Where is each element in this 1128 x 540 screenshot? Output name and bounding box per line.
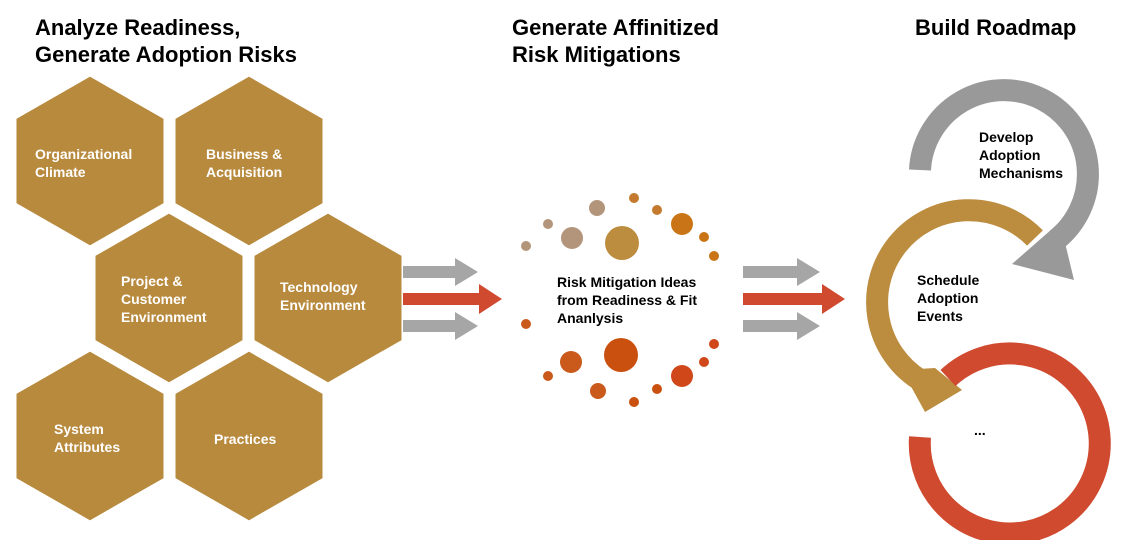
idea-dot bbox=[560, 351, 582, 373]
label-business-acquisition: Business & Acquisition bbox=[206, 145, 282, 181]
arrow-red-middle bbox=[743, 284, 845, 314]
text-line: Develop bbox=[979, 129, 1034, 145]
risk-mitigation-ideas-text: Risk Mitigation Ideas from Readiness & F… bbox=[557, 273, 697, 327]
cycle-arc-gold bbox=[866, 199, 1043, 390]
arrow-gray-bottom bbox=[403, 312, 478, 340]
heading-generate-mitigations: Generate Affinitized Risk Mitigations bbox=[512, 14, 719, 68]
label-line: Technology bbox=[280, 279, 358, 295]
cycle-arrowhead-gold bbox=[902, 368, 962, 412]
heading-line: Risk Mitigations bbox=[512, 42, 681, 67]
hexagon-project-customer-environment bbox=[92, 210, 246, 386]
idea-dot bbox=[543, 219, 553, 229]
label-line: System bbox=[54, 421, 104, 437]
text-line: Adoption bbox=[917, 290, 979, 306]
text-line: Risk Mitigation Ideas bbox=[557, 274, 697, 290]
heading-line: Build Roadmap bbox=[915, 15, 1077, 40]
idea-dot bbox=[652, 384, 662, 394]
idea-dot bbox=[521, 319, 531, 329]
heading-line: Generate Affinitized bbox=[512, 15, 719, 40]
label-line: Acquisition bbox=[206, 164, 283, 180]
label-schedule-adoption-events: Schedule Adoption Events bbox=[917, 271, 979, 325]
hexagon-organizational-climate bbox=[13, 73, 167, 249]
idea-dot bbox=[604, 338, 638, 372]
idea-dot bbox=[709, 251, 719, 261]
idea-dot bbox=[561, 227, 583, 249]
label-line: Climate bbox=[35, 164, 86, 180]
idea-dot bbox=[629, 397, 639, 407]
label-more-steps: ... bbox=[974, 421, 986, 439]
text-line: from Readiness & Fit bbox=[557, 292, 698, 308]
idea-dot bbox=[590, 383, 606, 399]
idea-dot bbox=[671, 365, 693, 387]
label-develop-adoption-mechanisms: Develop Adoption Mechanisms bbox=[979, 128, 1063, 182]
label-line: Business & bbox=[206, 146, 283, 162]
hexagon-business-acquisition bbox=[172, 73, 326, 249]
heading-build-roadmap: Build Roadmap bbox=[915, 14, 1076, 41]
label-line: Environment bbox=[280, 297, 366, 313]
label-line: Organizational bbox=[35, 146, 133, 162]
idea-dot bbox=[671, 213, 693, 235]
text-line: Events bbox=[917, 308, 963, 324]
hexagon-practices bbox=[172, 348, 326, 524]
flow-arrows-left bbox=[403, 258, 502, 340]
hexagon-system-attributes bbox=[13, 348, 167, 524]
idea-dot bbox=[543, 371, 553, 381]
label-practices: Practices bbox=[214, 430, 276, 448]
flow-arrows-right bbox=[743, 258, 845, 340]
label-project-customer-environment: Project & Customer Environment bbox=[121, 272, 207, 326]
label-line: Environment bbox=[121, 309, 207, 325]
label-line: Customer bbox=[121, 291, 187, 307]
idea-dot bbox=[652, 205, 662, 215]
arrow-red-middle bbox=[403, 284, 502, 314]
roadmap-cycle bbox=[866, 79, 1111, 540]
text-line: Ananlysis bbox=[557, 310, 624, 326]
text-line: Adoption bbox=[979, 147, 1041, 163]
text-line: Schedule bbox=[917, 272, 980, 288]
idea-dot bbox=[709, 339, 719, 349]
idea-dot bbox=[521, 241, 531, 251]
idea-dot bbox=[605, 226, 639, 260]
label-system-attributes: System Attributes bbox=[54, 420, 120, 456]
idea-dot bbox=[699, 232, 709, 242]
mitigation-idea-dots bbox=[521, 193, 719, 407]
idea-dot bbox=[629, 193, 639, 203]
arrow-gray-top bbox=[403, 258, 478, 286]
idea-dot bbox=[589, 200, 605, 216]
cycle-arc-red bbox=[908, 342, 1111, 540]
hexagon-technology-environment bbox=[251, 210, 405, 386]
label-line: Attributes bbox=[54, 439, 121, 455]
label-line: Practices bbox=[214, 431, 277, 447]
hexagon-cluster bbox=[13, 73, 405, 524]
label-line: Project & bbox=[121, 273, 183, 289]
cycle-arrowhead-gray bbox=[1012, 222, 1074, 280]
idea-dot bbox=[699, 357, 709, 367]
heading-analyze-readiness: Analyze Readiness, Generate Adoption Ris… bbox=[35, 14, 297, 68]
label-technology-environment: Technology Environment bbox=[280, 278, 366, 314]
arrow-gray-bottom bbox=[743, 312, 820, 340]
label-organizational-climate: Organizational Climate bbox=[35, 145, 132, 181]
text-line: ... bbox=[974, 422, 986, 438]
text-line: Mechanisms bbox=[979, 165, 1064, 181]
heading-line: Analyze Readiness, bbox=[35, 15, 241, 40]
cycle-arc-gray bbox=[909, 79, 1099, 249]
arrow-gray-top bbox=[743, 258, 820, 286]
heading-line: Generate Adoption Risks bbox=[35, 42, 298, 67]
